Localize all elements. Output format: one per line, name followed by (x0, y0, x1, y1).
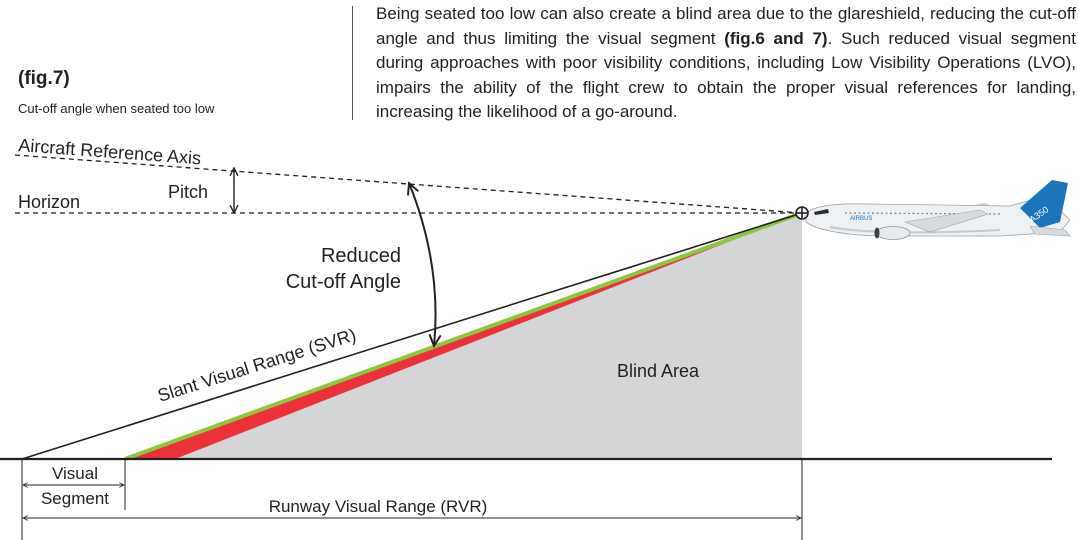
divider (352, 6, 353, 120)
visual-segment-label-line1: Visual (52, 464, 98, 483)
cutoff-line (124, 211, 803, 461)
paragraph-figure-reference: (fig.6 and 7) (724, 28, 828, 48)
reduced-cutoff-label-line2: Cut-off Angle (286, 271, 401, 293)
aircraft-fuselage-text: AIRBUS (850, 216, 872, 222)
visual-segment-label-line2: Segment (41, 489, 109, 508)
paragraph-text-2: . Such reduced visual segment during app… (376, 28, 1076, 122)
blind-area-label: Blind Area (617, 361, 700, 381)
pitch-label: Pitch (168, 182, 208, 202)
figure-label: (fig.7) (18, 68, 70, 89)
aircraft-reference-axis-label: Aircraft Reference Axis (18, 135, 202, 168)
horizon-label: Horizon (18, 192, 80, 212)
figure-caption: Cut-off angle when seated too low (18, 101, 215, 116)
aircraft-reference-axis-line (14, 154, 803, 214)
cutoff-angle-arrow (409, 183, 436, 346)
rvr-label: Runway Visual Range (RVR) (269, 497, 488, 516)
description-paragraph: Being seated too low can also create a b… (376, 2, 1076, 125)
reduced-cutoff-label-line1: Reduced (321, 245, 401, 267)
aircraft-icon: A350 AIRBUS (805, 180, 1071, 240)
paragraph-text-1: Being seated too low can also create a b… (376, 4, 1076, 48)
eye-reference-point-icon (795, 206, 809, 220)
